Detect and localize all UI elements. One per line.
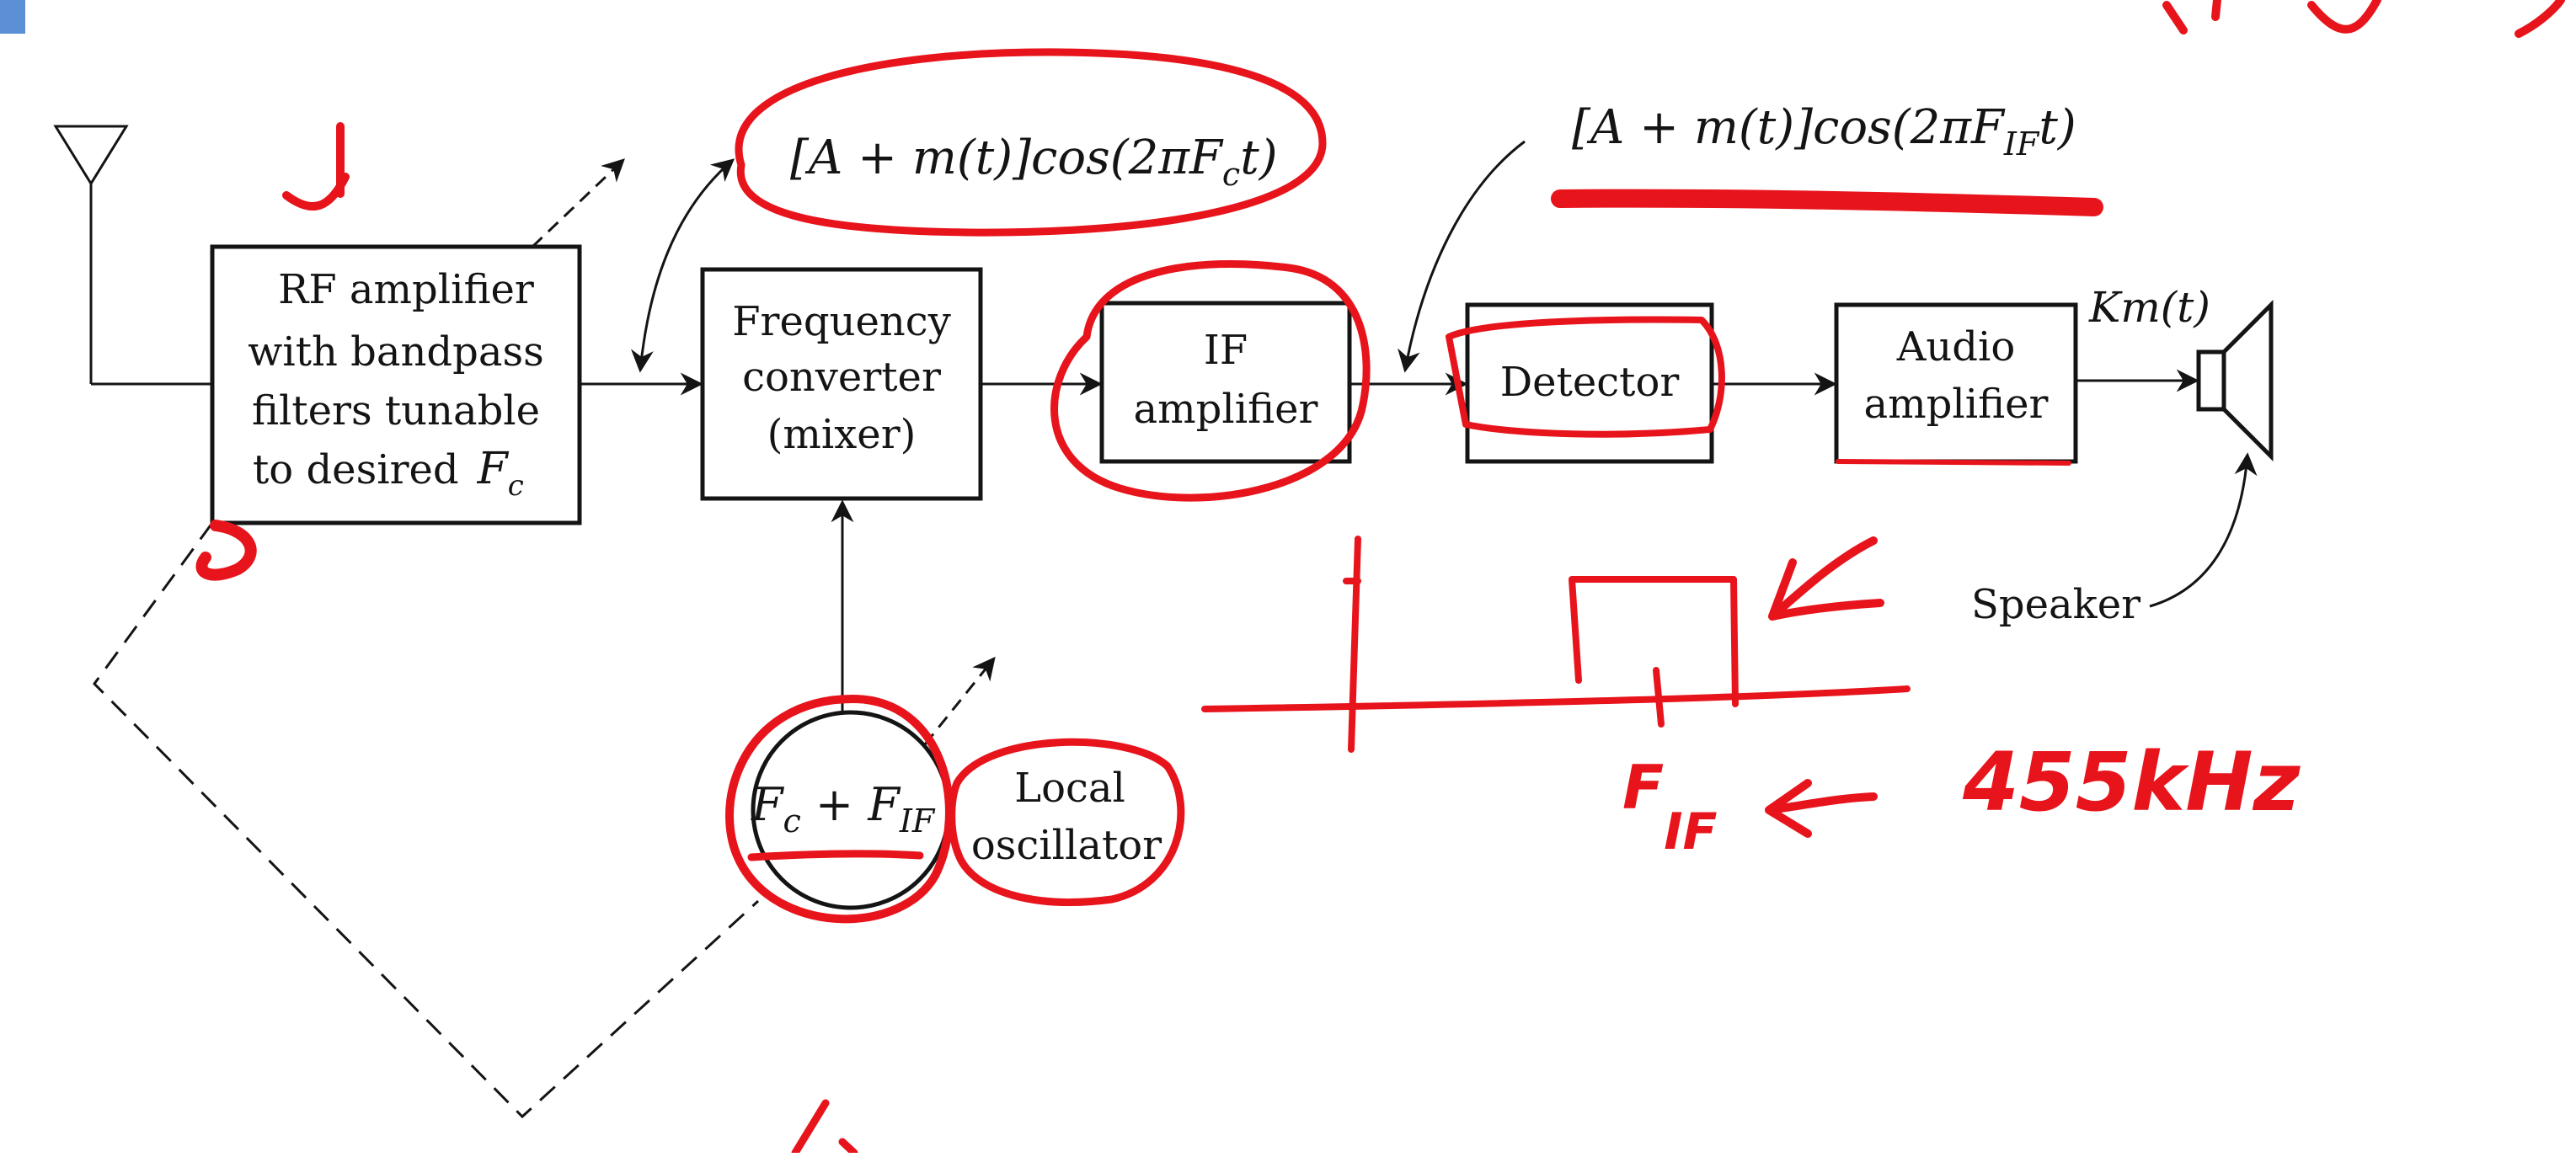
antenna-icon [53,125,212,386]
mixer-line-1: Frequency [732,298,951,345]
speaker-icon [2196,299,2274,462]
detector-label: Detector [1500,359,1680,406]
red-annotations [195,0,2565,1157]
signal-rf-pointer [630,158,735,373]
rf-line-2: with bandpass [248,328,544,376]
output-label: Km(t) [2088,283,2210,332]
ganged-tuning-link [93,522,760,1119]
audio-amplifier-block: Audio amplifier [1834,302,2078,464]
rf-amplifier-block: RF amplifier with bandpass filters tunab… [210,244,582,525]
signal-if-label: [A + m(t)]cos(2πFIFt) [1572,100,2076,163]
osc-frequency-label: Fc + FIF [751,778,936,840]
audio-line-2: amplifier [1864,381,2049,428]
if-line-2: amplifier [1134,386,1318,433]
rf-line-3: filters tunable [252,387,540,435]
speaker-pointer [2149,452,2258,608]
signal-if-pointer [1398,140,1526,373]
corner-tab [0,0,25,34]
if-amplifier-block: IF amplifier [1099,301,1352,464]
mixer-line-2: converter [742,354,941,401]
local-oscillator: Fc + FIF Local oscillator [751,710,1162,910]
osc-line-1: Local [1014,765,1125,812]
osc-line-2: oscillator [971,822,1162,869]
speaker-label: Speaker [1971,581,2140,628]
frequency-annotation: 455kHz [1962,735,2301,829]
osc-tuning-arrow [923,656,996,745]
if-line-1: IF [1204,327,1248,374]
detector-block: Detector [1465,302,1714,464]
mixer-line-3: (mixer) [767,411,917,458]
rf-tuning-arrow [531,158,625,248]
mixer-block: Frequency converter (mixer) [700,267,983,501]
fif-annotation: FIF [1622,752,1718,861]
rf-line-1: RF amplifier [278,266,534,313]
signal-rf-label: [A + m(t)]cos(2πFct) [790,131,1278,193]
audio-line-1: Audio [1896,323,2016,371]
